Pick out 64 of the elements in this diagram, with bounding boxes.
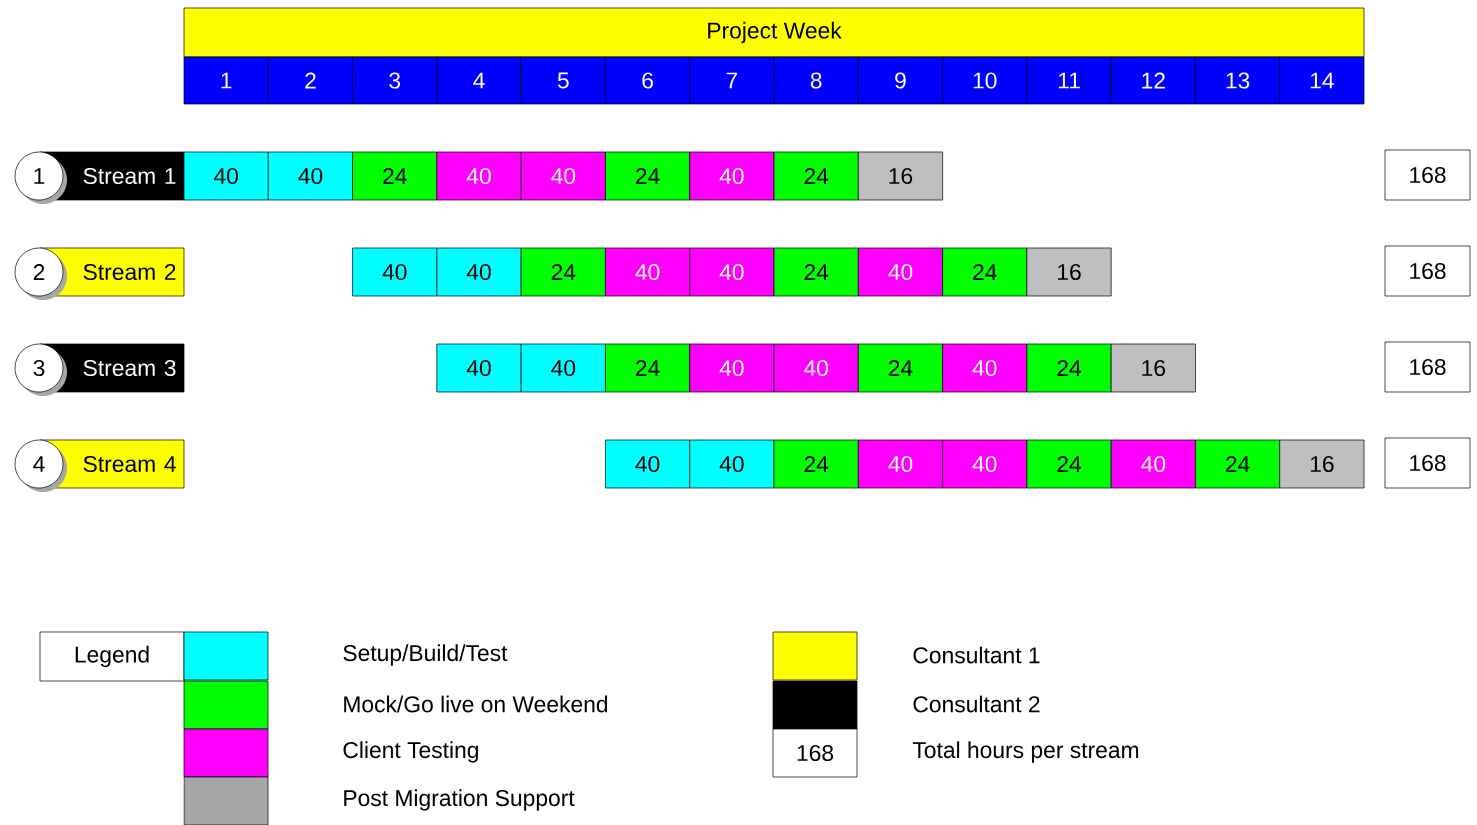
- legend-sample-box: 168: [772, 728, 858, 778]
- task-cell: 40: [1110, 439, 1196, 489]
- task-cell: 40: [689, 151, 775, 201]
- legend-text: Consultant 1: [913, 646, 1040, 664]
- week-cell: 6: [605, 56, 691, 105]
- week-cell: 12: [1110, 56, 1196, 105]
- task-cell: 40: [942, 439, 1028, 489]
- task-cell: 24: [773, 151, 859, 201]
- task-cell: 40: [857, 439, 943, 489]
- task-cell: 40: [689, 247, 775, 297]
- task-cell: 40: [267, 151, 353, 201]
- task-cell: 40: [183, 151, 269, 201]
- legend-text: Post Migration Support: [344, 789, 575, 811]
- task-cell: 24: [1026, 343, 1112, 393]
- legend-text: Mock/Go live on Weekend: [344, 695, 608, 713]
- week-cell: 13: [1195, 56, 1281, 105]
- task-cell: 16: [1026, 247, 1112, 297]
- week-cell: 7: [689, 56, 775, 105]
- task-cell: 16: [1279, 439, 1365, 489]
- task-cell: 16: [857, 151, 943, 201]
- week-cell: 3: [352, 56, 438, 105]
- task-cell: 40: [857, 247, 943, 297]
- week-cell: 1: [183, 56, 269, 105]
- task-cell: 24: [942, 247, 1028, 297]
- task-cell: 16: [1110, 343, 1196, 393]
- task-cell: 24: [1026, 439, 1112, 489]
- week-cell: 8: [773, 56, 859, 105]
- week-cell: 14: [1279, 56, 1365, 105]
- task-cell: 24: [605, 343, 691, 393]
- task-cell: 40: [436, 247, 522, 297]
- task-cell: 40: [605, 247, 691, 297]
- total-box: 168: [1384, 149, 1471, 201]
- task-cell: 24: [605, 151, 691, 201]
- total-box: 168: [1384, 245, 1471, 297]
- week-cell: 4: [436, 56, 522, 105]
- legend-text: Total hours per stream: [912, 741, 1139, 763]
- week-cell: 11: [1026, 56, 1112, 105]
- task-cell: 24: [857, 343, 943, 393]
- task-cell: 40: [520, 343, 606, 393]
- task-cell: 24: [1195, 439, 1281, 489]
- task-cell: 40: [689, 343, 775, 393]
- week-cell: 9: [857, 56, 943, 105]
- task-cell: 40: [352, 247, 438, 297]
- week-cell: 5: [520, 56, 606, 105]
- week-cell: 2: [267, 56, 353, 105]
- legend-text: Setup/Build/Test: [343, 644, 508, 666]
- task-cell: 40: [773, 343, 859, 393]
- week-cell: 10: [942, 56, 1028, 105]
- task-cell: 24: [773, 247, 859, 297]
- task-cell: 40: [436, 343, 522, 393]
- task-cell: 24: [773, 439, 859, 489]
- task-cell: 40: [689, 439, 775, 489]
- task-cell: 40: [605, 439, 691, 489]
- header-bar: Project Week: [183, 7, 1365, 58]
- task-cell: 40: [520, 151, 606, 201]
- task-cell: 24: [520, 247, 606, 297]
- legend-title-box: Legend: [39, 631, 185, 682]
- legend-text: Client Testing: [343, 741, 478, 763]
- total-box: 168: [1384, 437, 1471, 489]
- task-cell: 40: [942, 343, 1028, 393]
- legend-text: Consultant 2: [913, 695, 1040, 713]
- task-cell: 40: [436, 151, 522, 201]
- total-box: 168: [1384, 341, 1471, 393]
- task-cell: 24: [352, 151, 438, 201]
